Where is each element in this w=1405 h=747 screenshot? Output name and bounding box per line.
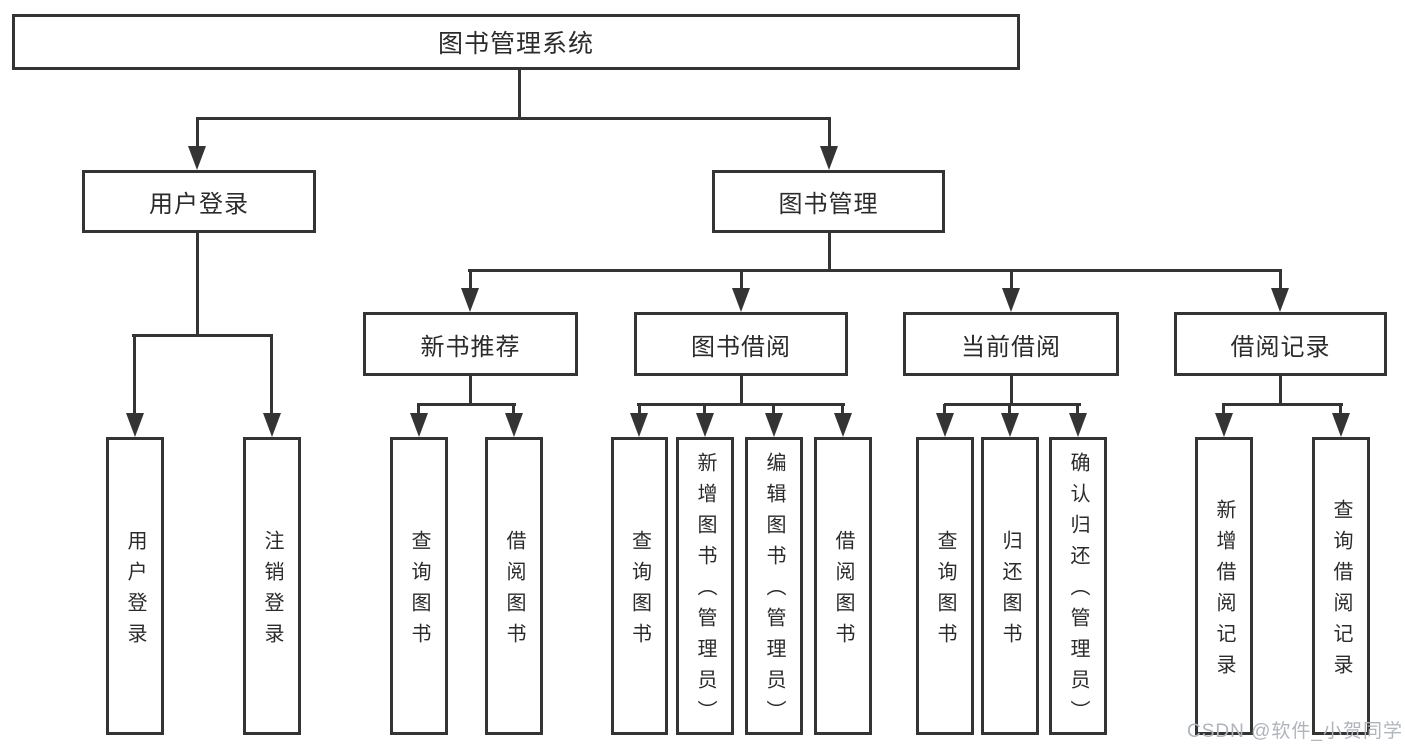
arrow-down-icon — [1271, 288, 1289, 312]
arrow-down-icon — [820, 146, 838, 170]
node-borrow-records-label: 借阅记录 — [1230, 333, 1331, 361]
leaf-borrow-add: 新增图书（管理员） — [676, 437, 734, 735]
connector-newbooks-bar — [417, 403, 516, 406]
node-user-login: 用户登录 — [82, 170, 316, 233]
leaf-borrow-edit-label: 编辑图书（管理员） — [763, 452, 785, 731]
connector-drop — [417, 404, 420, 416]
arrow-down-icon — [1069, 413, 1087, 437]
leaf-borrow-borrow-label: 借阅图书 — [832, 529, 854, 654]
leaf-borrow-query: 查询图书 — [611, 437, 668, 735]
leaf-record-add-label: 新增借阅记录 — [1213, 498, 1235, 685]
leaf-newbook-query-label: 查询图书 — [408, 529, 430, 654]
connector-drop-user-login — [196, 119, 199, 149]
connector-drop — [943, 404, 946, 416]
leaf-user-login-label: 用户登录 — [124, 529, 146, 654]
leaf-current-confirm-label: 确认归还（管理员） — [1067, 452, 1089, 731]
arrow-down-icon — [936, 413, 954, 437]
node-current-borrow-label: 当前借阅 — [961, 333, 1061, 361]
node-borrow-records: 借阅记录 — [1174, 312, 1387, 376]
node-new-books: 新书推荐 — [363, 312, 578, 376]
leaf-record-query-label: 查询借阅记录 — [1330, 498, 1352, 685]
connector-user-bar — [132, 334, 273, 337]
connector-drop — [1339, 404, 1342, 416]
arrow-down-icon — [1001, 413, 1019, 437]
connector-drop — [703, 404, 706, 416]
connector-records-trunk — [1279, 374, 1282, 405]
connector-drop — [1076, 404, 1079, 416]
leaf-current-query: 查询图书 — [916, 437, 974, 735]
connector-newbooks-trunk — [469, 374, 472, 405]
connector-drop — [1222, 404, 1225, 416]
connector-level2-bar — [196, 117, 831, 120]
leaf-current-confirm: 确认归还（管理员） — [1049, 437, 1107, 735]
node-book-borrow: 图书借阅 — [634, 312, 848, 376]
connector-drop-current-borrow — [1010, 271, 1013, 291]
leaf-borrow-query-label: 查询图书 — [628, 529, 651, 654]
arrow-down-icon — [188, 146, 206, 170]
connector-drop-new-books — [469, 271, 472, 291]
node-root: 图书管理系统 — [12, 14, 1020, 70]
arrow-down-icon — [461, 288, 479, 312]
node-root-label: 图书管理系统 — [437, 30, 594, 58]
leaf-logout: 注销登录 — [243, 437, 301, 735]
arrow-down-icon — [732, 288, 750, 312]
connector-currentborrow-bar — [944, 403, 1081, 406]
connector-drop-book-mgmt — [828, 119, 831, 149]
arrow-down-icon — [834, 413, 852, 437]
arrow-down-icon — [505, 413, 523, 437]
leaf-newbook-borrow: 借阅图书 — [485, 437, 543, 735]
leaf-logout-label: 注销登录 — [261, 529, 283, 654]
connector-drop-book-borrow — [740, 271, 743, 291]
arrow-down-icon — [765, 413, 783, 437]
leaf-current-query-label: 查询图书 — [934, 529, 956, 654]
connector-drop-leaf-login — [133, 336, 136, 416]
arrow-down-icon — [263, 413, 281, 437]
connector-level3-bar — [468, 269, 1282, 272]
node-book-mgmt: 图书管理 — [712, 170, 945, 233]
connector-drop — [512, 404, 515, 416]
connector-bookborrow-trunk — [740, 374, 743, 405]
leaf-newbook-query: 查询图书 — [390, 437, 448, 735]
leaf-current-return-label: 归还图书 — [999, 529, 1021, 654]
connector-drop-borrow-records — [1279, 271, 1282, 291]
connector-records-bar — [1222, 403, 1343, 406]
node-user-login-label: 用户登录 — [149, 191, 249, 218]
connector-drop — [638, 404, 641, 416]
leaf-borrow-add-label: 新增图书（管理员） — [694, 452, 716, 731]
connector-drop — [1008, 404, 1011, 416]
connector-mgmt-trunk — [828, 231, 831, 271]
arrow-down-icon — [410, 413, 428, 437]
arrow-down-icon — [696, 413, 714, 437]
connector-drop — [772, 404, 775, 416]
connector-drop-leaf-logout — [270, 336, 273, 416]
connector-currentborrow-trunk — [1010, 374, 1013, 405]
leaf-borrow-borrow: 借阅图书 — [814, 437, 872, 735]
node-book-borrow-label: 图书借阅 — [691, 333, 791, 361]
leaf-record-query: 查询借阅记录 — [1312, 437, 1370, 735]
node-new-books-label: 新书推荐 — [420, 333, 521, 361]
node-current-borrow: 当前借阅 — [903, 312, 1119, 376]
leaf-borrow-edit: 编辑图书（管理员） — [745, 437, 803, 735]
arrow-down-icon — [126, 413, 144, 437]
leaf-user-login: 用户登录 — [106, 437, 164, 735]
connector-root-trunk — [518, 68, 521, 120]
connector-user-trunk — [196, 231, 199, 336]
arrow-down-icon — [1332, 413, 1350, 437]
csdn-watermark: CSDN @软件_小贺同学 — [1187, 721, 1403, 742]
arrow-down-icon — [1002, 288, 1020, 312]
arrow-down-icon — [630, 413, 648, 437]
connector-drop — [841, 404, 844, 416]
connector-bookborrow-bar — [637, 403, 845, 406]
arrow-down-icon — [1215, 413, 1233, 437]
leaf-record-add: 新增借阅记录 — [1195, 437, 1253, 735]
leaf-newbook-borrow-label: 借阅图书 — [503, 529, 525, 654]
node-book-mgmt-label: 图书管理 — [778, 191, 879, 218]
leaf-current-return: 归还图书 — [981, 437, 1039, 735]
